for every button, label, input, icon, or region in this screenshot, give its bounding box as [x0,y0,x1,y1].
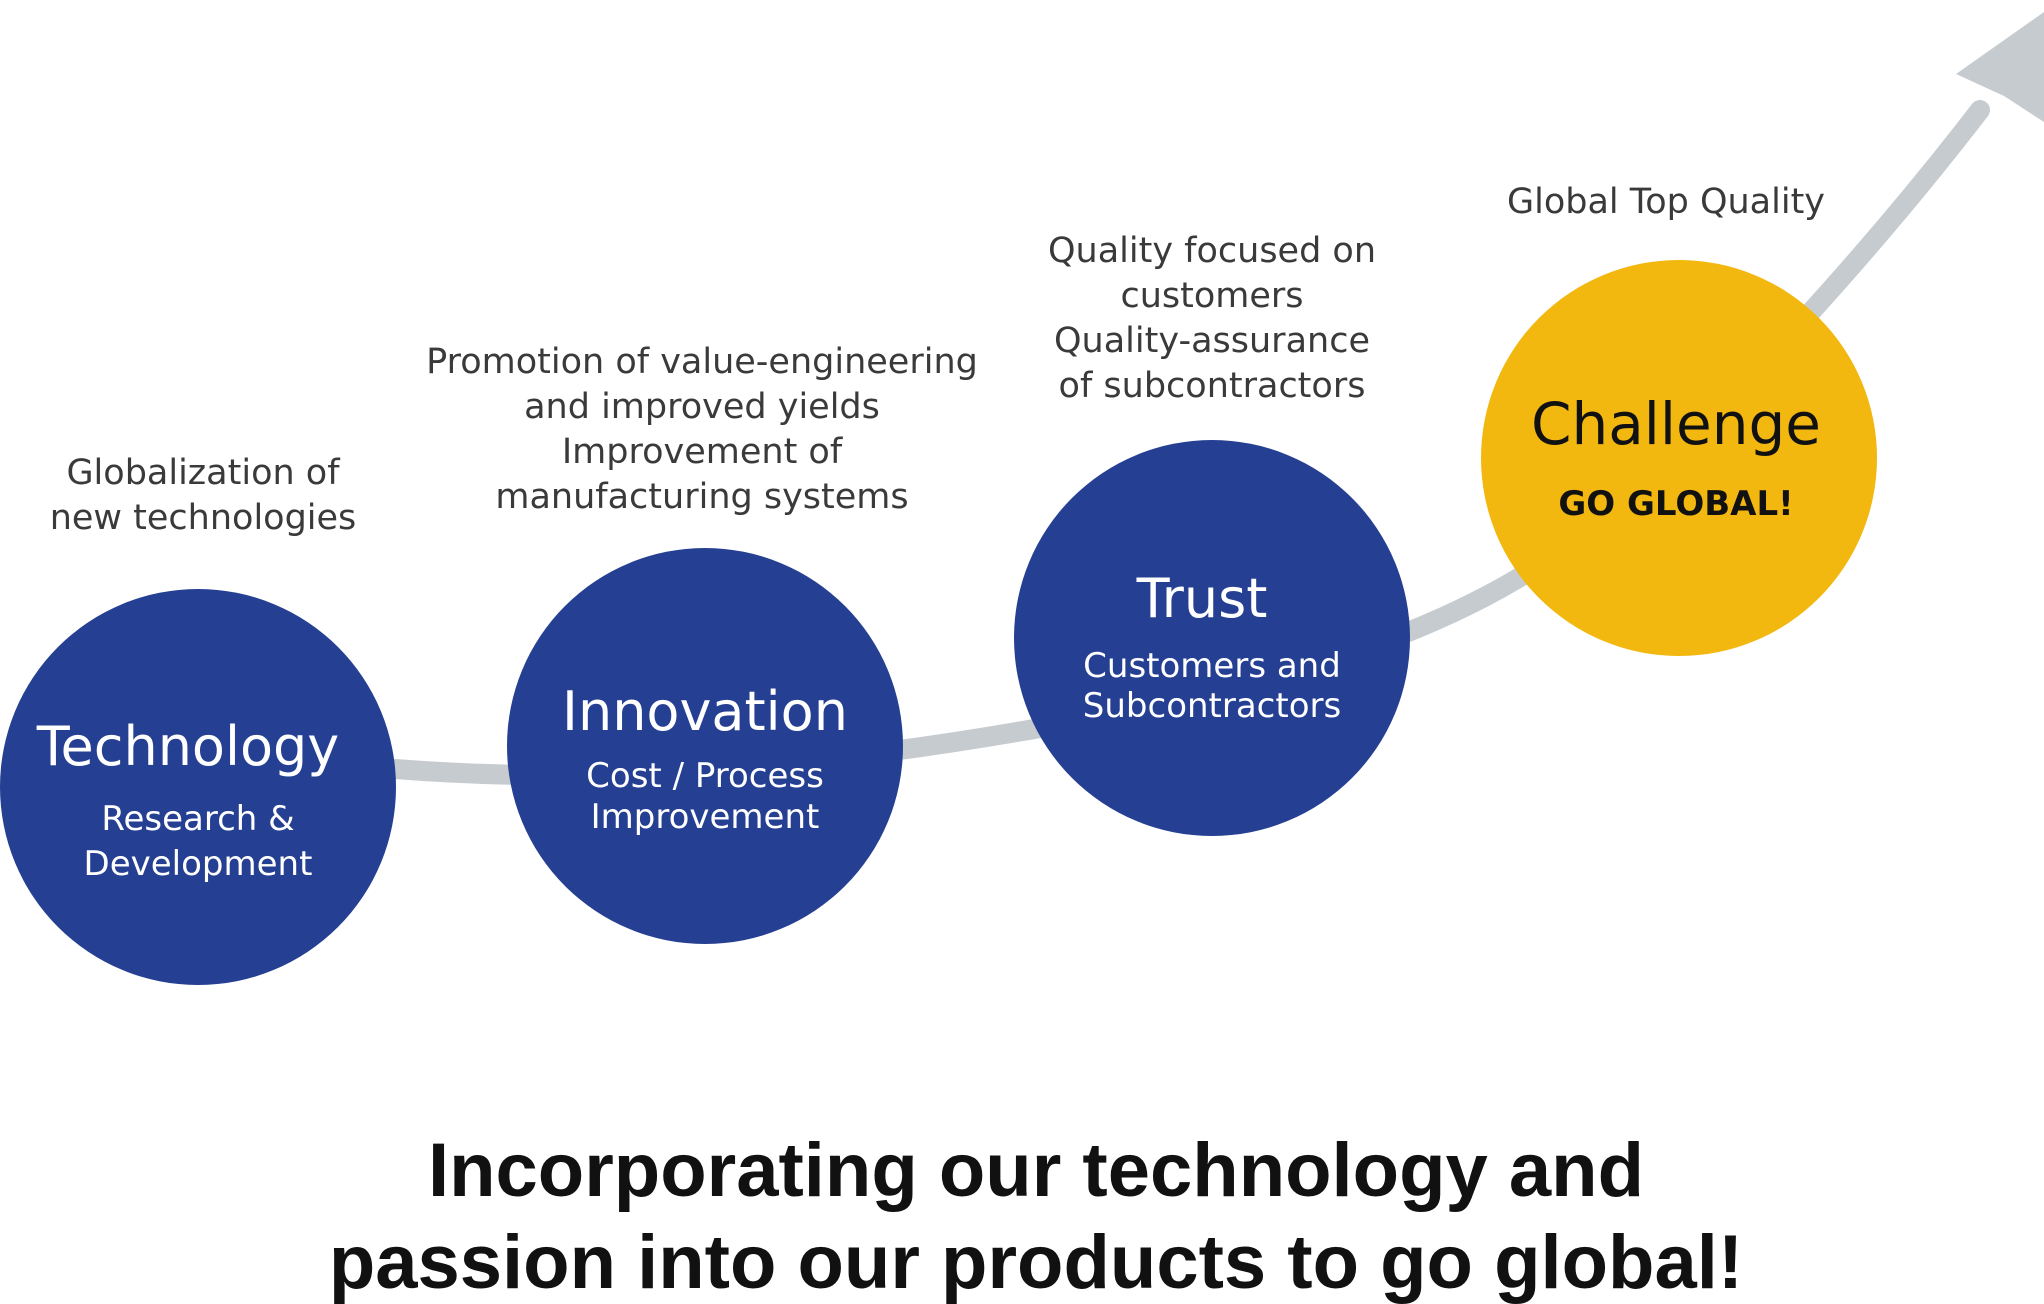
trust-subtitle-line-1: Customers and [1083,646,1341,686]
challenge-caption: Global Top Quality [1507,182,1825,222]
technology-caption-line-2: new technologies [50,498,357,538]
trust-caption-line-4: of subcontractors [1059,366,1366,406]
innovation-subtitle-line-1: Cost / Process [586,756,824,796]
innovation-caption-line-1: Promotion of value-engineering [426,342,978,382]
innovation-caption-line-2: and improved yields [524,387,880,427]
technology-caption-line-1: Globalization of [66,453,340,493]
arrow-head-icon [1956,12,2044,122]
technology-circle [0,589,396,985]
trust-title: Trust [1136,567,1268,630]
technology-subtitle-line-2: Development [84,844,313,884]
innovation-circle [507,548,903,944]
innovation-caption-line-4: manufacturing systems [495,477,908,517]
challenge-title: Challenge [1531,390,1821,458]
trust-caption-line-3: Quality-assurance [1054,321,1370,361]
technology-subtitle-line-1: Research & [101,799,294,839]
stage-technology: Technology Research & Development Global… [0,453,396,985]
stage-challenge: Challenge GO GLOBAL! Global Top Quality [1481,182,1877,656]
trust-caption-line-2: customers [1120,276,1303,316]
challenge-subtitle: GO GLOBAL! [1558,484,1793,524]
stage-innovation: Innovation Cost / Process Improvement Pr… [426,342,978,944]
innovation-title: Innovation [562,680,848,743]
technology-title: Technology [36,715,339,778]
trust-caption-line-1: Quality focused on [1048,231,1376,271]
innovation-subtitle-line-2: Improvement [591,797,820,837]
trust-circle [1014,440,1410,836]
challenge-circle [1481,260,1877,656]
slogan-line-2: passion into our products to go global! [329,1220,1743,1304]
trust-subtitle-line-2: Subcontractors [1083,686,1341,726]
stage-trust: Trust Customers and Subcontractors Quali… [1014,231,1410,836]
innovation-caption-line-3: Improvement of [562,432,843,472]
slogan-line-1: Incorporating our technology and [428,1128,1644,1213]
